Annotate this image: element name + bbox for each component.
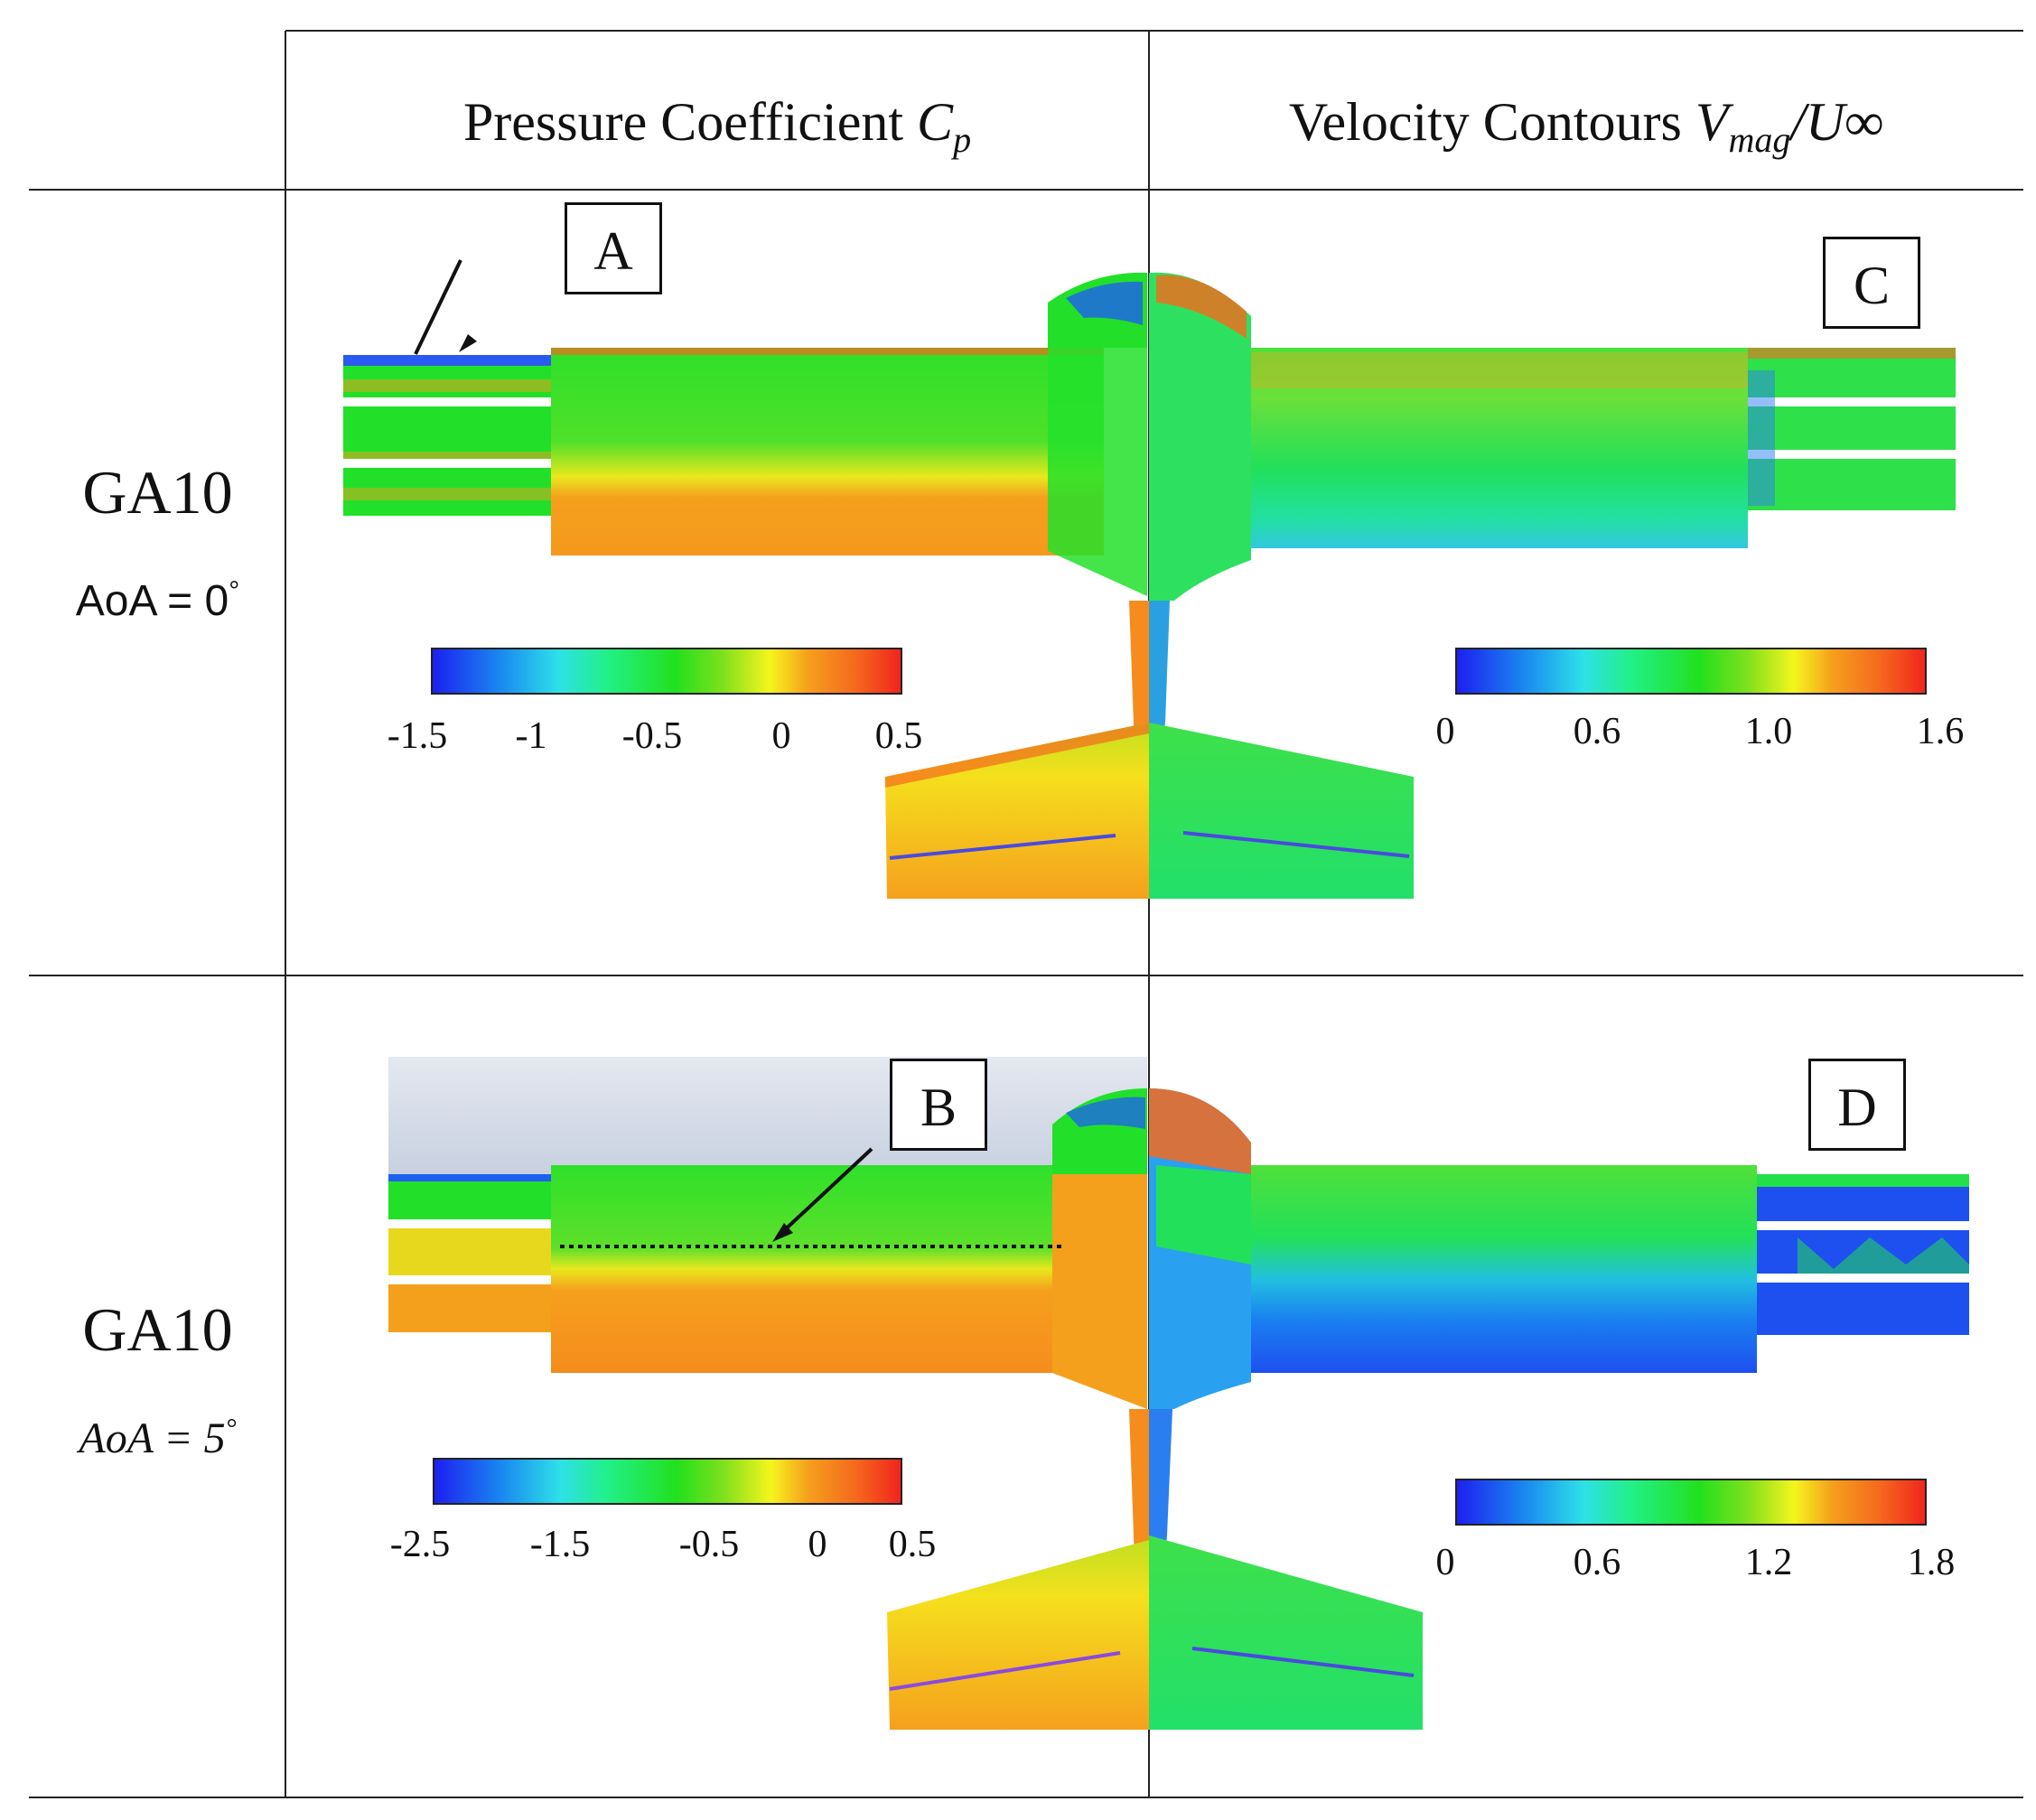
row-name: GA10 [82, 458, 233, 527]
colorbar-tick: 1.8 [1907, 1542, 1956, 1583]
panel-cp-aoa5 [388, 1057, 1149, 1730]
colorbar-tick: -2.5 [389, 1524, 451, 1565]
colorbar-tick: -1.5 [387, 715, 448, 757]
colorbar-tick: 1.6 [1916, 711, 1965, 752]
colorbar-tick: -0.5 [621, 715, 683, 757]
colorbar-tick: 0 [771, 715, 791, 757]
row-label-aoa0: GA10 AoA = 0° [29, 456, 286, 629]
colorbar-velocity-aoa5 [1455, 1479, 1927, 1526]
colorbar-velocity-aoa0 [1455, 648, 1927, 695]
colorbar-tick: 0.5 [874, 715, 923, 757]
table-grid [29, 30, 2023, 1798]
colorbar-cp-aoa0 [431, 648, 902, 695]
colorbar-tick: 1.0 [1744, 711, 1793, 752]
colorbar-tick: -0.5 [678, 1524, 740, 1565]
colorbar-cp-aoa5 [433, 1458, 902, 1505]
colorbar-tick: 0.6 [1573, 1542, 1621, 1583]
row-aoa: AoA = 0° [75, 576, 240, 625]
colorbar-tick: 0 [1435, 1542, 1455, 1583]
row-name: GA10 [82, 1295, 233, 1364]
colorbar-tick: 0 [1435, 711, 1455, 752]
panel-cp-aoa0 [343, 259, 1149, 899]
colorbar-tick: -1.5 [529, 1524, 591, 1565]
column-title-pressure: Pressure Coefficient Cp [462, 92, 972, 160]
panel-velocity-aoa5 [1149, 1088, 1969, 1730]
callout-a: A [565, 202, 662, 294]
colorbar-tick: 0 [808, 1524, 827, 1565]
column-title-velocity: Velocity Contours Vmag/U∞ [1288, 92, 1884, 160]
colorbar-tick: 0.5 [888, 1524, 937, 1565]
row-aoa: AoA = 5° [79, 1414, 237, 1462]
panel-velocity-aoa0 [1149, 272, 1956, 899]
callout-d: D [1808, 1059, 1906, 1151]
callout-c: C [1823, 237, 1920, 329]
row-label-aoa5: GA10 AoA = 5° [29, 1293, 286, 1466]
colorbar-tick: -1 [515, 715, 547, 757]
callout-b: B [890, 1059, 987, 1151]
colorbar-tick: 0.6 [1573, 711, 1621, 752]
colorbar-tick: 1.2 [1744, 1542, 1793, 1583]
